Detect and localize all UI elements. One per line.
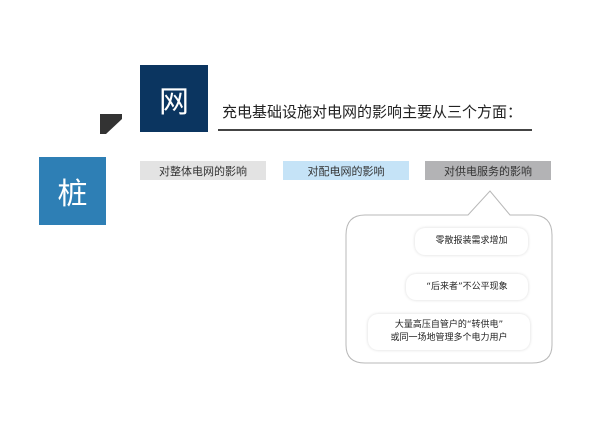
callout-item: 零散报装需求增加 <box>415 228 528 255</box>
tab-overall-grid[interactable]: 对整体电网的影响 <box>140 161 266 180</box>
grid-box: 网 <box>140 65 208 132</box>
callout-item: “后来者”不公平现象 <box>406 274 528 300</box>
tab-power-service[interactable]: 对供电服务的影响 <box>425 161 551 180</box>
page-title: 充电基础设施对电网的影响主要从三个方面： <box>222 103 523 121</box>
pile-box: 桩 <box>39 157 106 225</box>
corner-mark-icon <box>100 114 122 134</box>
callout-item: 大量高压自管户的“转供电” 或同一场地管理多个电力用户 <box>368 314 530 350</box>
title-underline <box>218 129 532 131</box>
callout-item-line: 大量高压自管户的“转供电” <box>394 320 504 330</box>
callout-item-line: 或同一场地管理多个电力用户 <box>390 333 508 343</box>
tab-distribution-grid[interactable]: 对配电网的影响 <box>283 161 409 180</box>
